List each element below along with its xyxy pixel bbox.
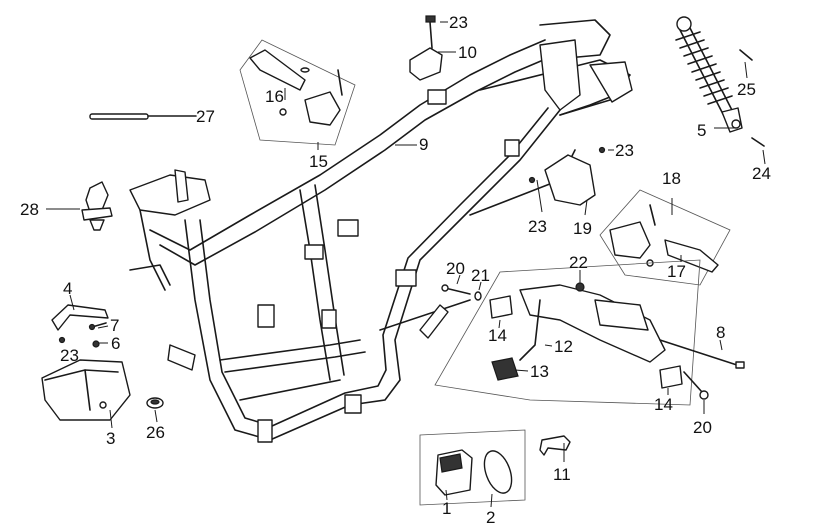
callout-27: 27 bbox=[196, 107, 215, 126]
part-11-clip bbox=[539, 435, 571, 456]
callout-14a: 14 bbox=[488, 326, 507, 345]
callout-16: 16 bbox=[265, 87, 284, 106]
callout-9: 9 bbox=[419, 135, 428, 154]
part-8-shaft bbox=[659, 339, 745, 369]
leader-lines bbox=[46, 21, 766, 508]
group-18-outline bbox=[599, 189, 731, 286]
engine-hanger-group-outline bbox=[434, 259, 701, 406]
callout-labels: 1 2 3 4 5 6 7 8 9 10 11 12 13 14 14 15 1… bbox=[20, 13, 771, 527]
callout-6: 6 bbox=[111, 334, 120, 353]
group-15-outline bbox=[239, 39, 356, 146]
callout-3: 3 bbox=[106, 429, 115, 448]
part-14-bushing-b bbox=[659, 365, 683, 389]
callout-21: 21 bbox=[471, 266, 490, 285]
part-28-clip bbox=[81, 181, 113, 231]
callout-19: 19 bbox=[573, 219, 592, 238]
part-13-damper-rubber bbox=[491, 357, 519, 381]
callout-23c: 23 bbox=[528, 217, 547, 236]
callout-23a: 23 bbox=[449, 13, 468, 32]
callout-14b: 14 bbox=[654, 395, 673, 414]
callout-20b: 20 bbox=[693, 418, 712, 437]
callout-4: 4 bbox=[63, 279, 72, 298]
callout-1: 1 bbox=[442, 499, 451, 518]
callout-23d: 23 bbox=[60, 346, 79, 365]
part-7-bolt bbox=[88, 322, 107, 331]
frame-body bbox=[129, 19, 633, 443]
part-6-nut bbox=[92, 340, 100, 348]
callout-23b: 23 bbox=[615, 141, 634, 160]
callout-24: 24 bbox=[752, 164, 771, 183]
part-26-grommet bbox=[146, 397, 164, 409]
callout-5: 5 bbox=[697, 121, 706, 140]
callout-15: 15 bbox=[309, 152, 328, 171]
part-10-bracket bbox=[409, 15, 443, 81]
part-12-engine-hanger bbox=[519, 284, 666, 363]
callout-22: 22 bbox=[569, 253, 588, 272]
callout-10: 10 bbox=[458, 43, 477, 62]
callout-8: 8 bbox=[716, 323, 725, 342]
part-14-bushing-a bbox=[489, 295, 513, 319]
part-2-cover-disc bbox=[483, 450, 513, 494]
part-20-bolt-a bbox=[441, 284, 471, 295]
part-23-bolt-left bbox=[58, 336, 66, 344]
callout-20a: 20 bbox=[446, 259, 465, 278]
part-22-nut bbox=[575, 282, 585, 292]
callout-26: 26 bbox=[146, 423, 165, 442]
callout-13: 13 bbox=[530, 362, 549, 381]
part-16-rubber bbox=[249, 49, 343, 126]
part-3-battery-case bbox=[41, 359, 131, 421]
part-5-shock-absorber bbox=[675, 16, 765, 147]
part-20-bolt-b bbox=[683, 371, 709, 400]
part-21-washer bbox=[474, 291, 482, 301]
callout-7: 7 bbox=[110, 316, 119, 335]
callout-18: 18 bbox=[662, 169, 681, 188]
callout-12: 12 bbox=[554, 337, 573, 356]
callout-28: 28 bbox=[20, 200, 39, 219]
part-1-cap bbox=[435, 449, 473, 496]
part-4-battery-strap bbox=[51, 304, 109, 331]
callout-11: 11 bbox=[553, 465, 571, 484]
part-17-rubber bbox=[609, 204, 719, 273]
group-1-2-outline bbox=[419, 429, 526, 506]
callout-25: 25 bbox=[737, 80, 756, 99]
callout-2: 2 bbox=[486, 508, 495, 527]
part-19-cover bbox=[528, 146, 606, 206]
callout-17: 17 bbox=[667, 262, 686, 281]
